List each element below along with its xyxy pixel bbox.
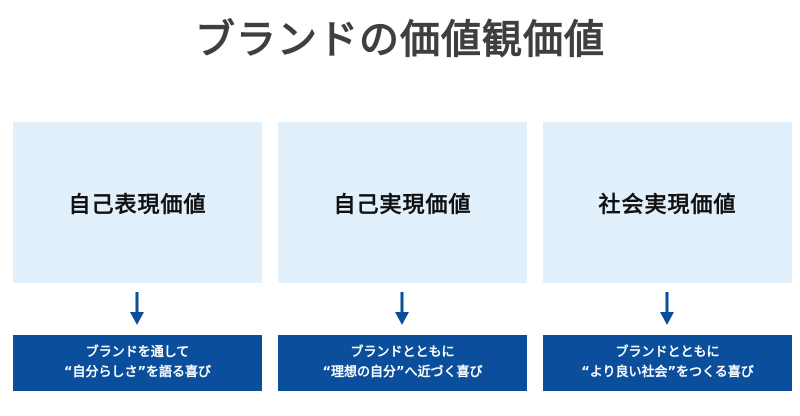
value-box: 自己表現価値	[13, 122, 262, 283]
result-box: ブランドとともに “理想の自分”へ近づく喜び	[278, 335, 527, 391]
result-line-1: ブランドとともに	[615, 345, 720, 360]
result-box: ブランドとともに “より良い社会”をつくる喜び	[543, 335, 792, 391]
value-box: 自己実現価値	[278, 122, 527, 283]
value-column-social-realization: 社会実現価値 ブランドとともに “より良い社会”をつくる喜び	[543, 122, 792, 391]
value-column-self-realization: 自己実現価値 ブランドとともに “理想の自分”へ近づく喜び	[278, 122, 527, 391]
value-column-self-expression: 自己表現価値 ブランドを通して “自分らしさ”を語る喜び	[13, 122, 262, 391]
value-box: 社会実現価値	[543, 122, 792, 283]
result-line-2: “より良い社会”をつくる喜び	[581, 365, 754, 380]
result-line-2: “自分らしさ”を語る喜び	[63, 365, 212, 380]
result-line-1: ブランドを通して	[85, 345, 190, 360]
result-line-2: “理想の自分”へ近づく喜び	[322, 365, 483, 380]
arrow-down-icon	[278, 283, 527, 335]
result-line-1: ブランドとともに	[350, 345, 455, 360]
result-box: ブランドを通して “自分らしさ”を語る喜び	[13, 335, 262, 391]
arrow-down-icon	[13, 283, 262, 335]
arrow-down-icon	[543, 283, 792, 335]
page-title: ブランドの価値観価値	[195, 17, 605, 63]
